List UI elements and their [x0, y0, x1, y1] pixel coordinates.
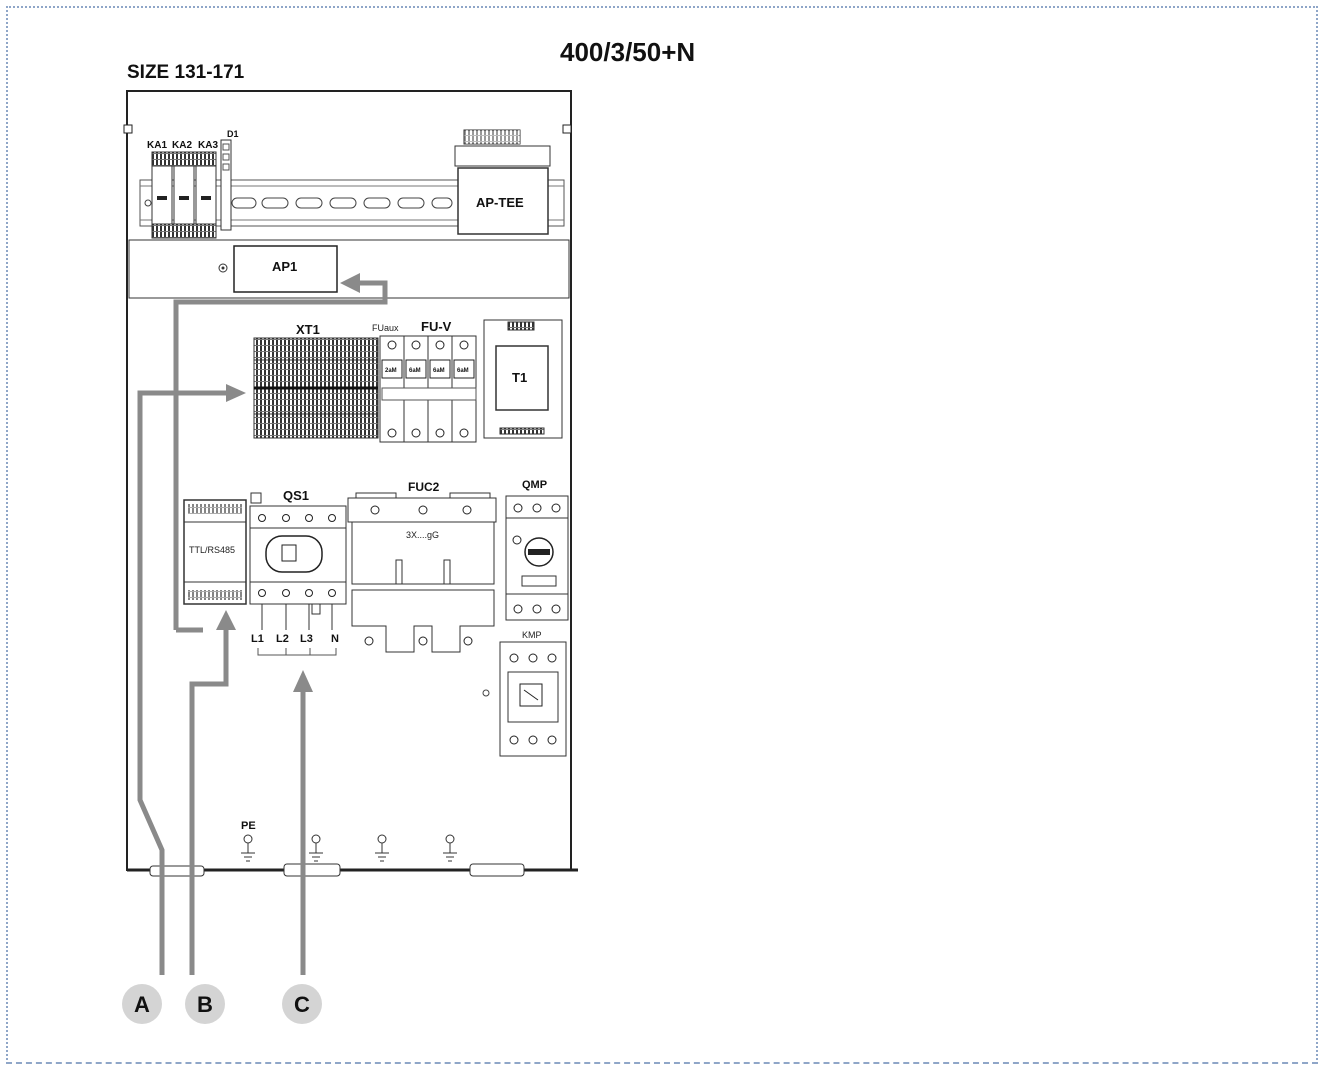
- ttl-label: TTL/RS485: [189, 545, 235, 555]
- dotted-frame: [6, 6, 1318, 1064]
- ka2-label: KA2: [172, 140, 192, 151]
- qs1-label: QS1: [283, 488, 309, 503]
- marker-b-label: B: [197, 992, 213, 1017]
- relay-block: KA1 KA2 KA3 D1: [147, 129, 239, 239]
- marker-a-label: A: [134, 992, 150, 1017]
- marker-a: A: [122, 984, 162, 1024]
- qmp-label: QMP: [522, 479, 547, 491]
- arrow-head-c: [293, 670, 313, 692]
- l3-label: L3: [300, 633, 313, 645]
- fuse-6a-label-1: 6aM: [409, 368, 421, 374]
- kmp-label: KMP: [522, 630, 542, 640]
- fuse-base-fuc2: FUC2 3X....gG: [347, 480, 497, 653]
- marker-b: B: [185, 984, 225, 1024]
- ka3-label: KA3: [198, 140, 218, 151]
- t1-label: T1: [512, 370, 527, 385]
- earth-icon: [241, 834, 255, 862]
- fuse-2a-label: 2aM: [385, 368, 397, 374]
- fuse-holders-fuv: FUaux FU-V 2aM 6aM 6aM 6aM: [372, 319, 477, 443]
- xt1-label: XT1: [296, 322, 320, 337]
- fuc2-rating-label: 3X....gG: [406, 530, 439, 540]
- earth-icon: [443, 834, 457, 862]
- earth-icon: [309, 834, 323, 862]
- ap1-label: AP1: [272, 259, 297, 274]
- size-label: SIZE 131-171: [127, 62, 245, 83]
- ap1-band: AP1: [128, 239, 570, 299]
- ka1-label: KA1: [147, 140, 167, 151]
- marker-c-label: C: [294, 992, 310, 1017]
- earth-terminals: PE: [241, 820, 457, 862]
- ttl-rs485-module: TTL/RS485: [183, 499, 247, 605]
- n-label: N: [331, 633, 339, 645]
- motor-protector-qmp: QMP: [505, 479, 569, 621]
- arrow-head-a1: [226, 384, 246, 402]
- arrow-head-a2: [340, 273, 360, 293]
- earth-icon: [375, 834, 389, 862]
- l1-label: L1: [251, 633, 264, 645]
- pe-label: PE: [241, 820, 256, 832]
- fuaux-label: FUaux: [372, 323, 399, 333]
- fuc2-label: FUC2: [408, 480, 440, 494]
- supply-label: 400/3/50+N: [560, 37, 695, 67]
- main-switch-qs1: QS1 L1 L2 L3 N: [249, 488, 347, 656]
- cable-route-b: [189, 628, 229, 975]
- fuse-6a-label-3: 6aM: [457, 368, 469, 374]
- contactor-kmp: KMP: [482, 630, 567, 757]
- l2-label: L2: [276, 633, 289, 645]
- ap-tee-label: AP-TEE: [476, 195, 524, 210]
- cable-route-a: [137, 280, 388, 975]
- fuse-6a-label-2: 6aM: [433, 368, 445, 374]
- d1-label: D1: [227, 129, 239, 139]
- transformer-t1: T1: [483, 319, 563, 439]
- fuv-label: FU-V: [421, 319, 452, 334]
- marker-c: C: [282, 984, 322, 1024]
- arrow-head-b: [216, 610, 236, 630]
- ap-tee-module: AP-TEE: [454, 129, 551, 235]
- xt1-terminal-block: XT1: [253, 322, 379, 439]
